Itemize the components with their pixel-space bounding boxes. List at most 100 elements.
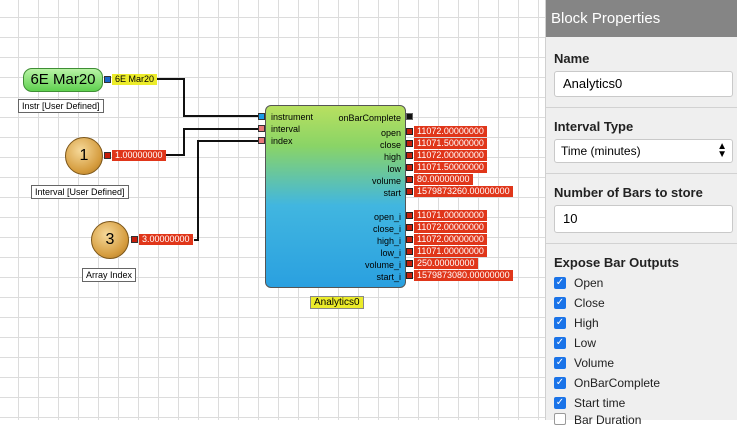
interval-node-caption: Interval [User Defined] bbox=[31, 185, 129, 199]
instrument-node-value: 6E Mar20 bbox=[112, 74, 158, 85]
block-input-label: instrument bbox=[271, 112, 314, 122]
block-output-value: 250.00000000 bbox=[414, 258, 478, 269]
index-node-port[interactable] bbox=[131, 236, 138, 243]
checkbox-label: Open bbox=[574, 276, 604, 290]
block-output-port[interactable] bbox=[406, 224, 413, 231]
block-output-port[interactable] bbox=[406, 128, 413, 135]
checkbox-label: OnBarComplete bbox=[574, 376, 661, 390]
checkbox-label: Volume bbox=[574, 356, 615, 370]
wire-index bbox=[194, 140, 258, 241]
block-output-value: 11072.00000000 bbox=[414, 222, 487, 233]
checkbox-label: Close bbox=[574, 296, 605, 310]
index-node-value: 3.00000000 bbox=[139, 234, 193, 245]
block-output-value: 11072.00000000 bbox=[414, 126, 487, 137]
block-output-port[interactable] bbox=[406, 272, 413, 279]
checkbox-close[interactable]: ✓ Close bbox=[554, 293, 729, 313]
checkbox-volume[interactable]: ✓ Volume bbox=[554, 353, 729, 373]
block-output-label: volume_i bbox=[364, 260, 401, 270]
checkmark-icon: ✓ bbox=[554, 297, 566, 309]
checkmark-icon: ✓ bbox=[554, 357, 566, 369]
checkbox-label: Bar Duration bbox=[574, 413, 642, 427]
name-input[interactable]: Analytics0 bbox=[554, 71, 733, 97]
checkmark-icon: ✓ bbox=[554, 277, 566, 289]
name-label: Name bbox=[554, 51, 590, 66]
block-output-port[interactable] bbox=[406, 248, 413, 255]
checkbox-low[interactable]: ✓ Low bbox=[554, 333, 729, 353]
bars-label: Number of Bars to store bbox=[554, 185, 703, 200]
wire-instrument bbox=[156, 78, 258, 117]
block-output-port[interactable] bbox=[406, 164, 413, 171]
block-output-port[interactable] bbox=[406, 188, 413, 195]
checkbox-label: Low bbox=[574, 336, 597, 350]
block-output-label: low bbox=[387, 164, 401, 174]
wire-interval bbox=[166, 128, 258, 156]
block-output-value: 11072.00000000 bbox=[414, 234, 487, 245]
block-output-label: start bbox=[383, 188, 401, 198]
block-input-port-interval[interactable] bbox=[258, 125, 265, 132]
divider bbox=[546, 243, 737, 244]
block-output-label: volume bbox=[371, 176, 401, 186]
checkmark-icon: ✓ bbox=[554, 317, 566, 329]
block-output-value: 80.00000000 bbox=[414, 174, 473, 185]
block-output-port[interactable] bbox=[406, 176, 413, 183]
select-arrows-icon: ▲▼ bbox=[717, 141, 727, 160]
checkmark-icon: ✓ bbox=[554, 377, 566, 389]
checkbox-onbarcomplete[interactable]: ✓ OnBarComplete bbox=[554, 373, 729, 393]
interval-node-port[interactable] bbox=[104, 152, 111, 159]
checkbox-label: Start time bbox=[574, 396, 626, 410]
panel-title: Block Properties bbox=[546, 0, 737, 37]
block-output-label: low_i bbox=[380, 248, 401, 258]
interval-type-label: Interval Type bbox=[554, 119, 634, 134]
block-output-value: 11072.00000000 bbox=[414, 150, 487, 161]
block-output-value: 11071.50000000 bbox=[414, 162, 487, 173]
checkbox-label: High bbox=[574, 316, 599, 330]
checkmark-icon: ✓ bbox=[554, 397, 566, 409]
instrument-node-port[interactable] bbox=[104, 76, 111, 83]
block-input-port-instrument[interactable] bbox=[258, 113, 265, 120]
block-output-label: high bbox=[383, 152, 401, 162]
block-output-label: close_i bbox=[372, 224, 401, 234]
divider bbox=[546, 107, 737, 108]
analytics-block[interactable]: instrument interval index onBarComplete … bbox=[265, 105, 406, 288]
block-output-label: high_i bbox=[376, 236, 401, 246]
index-node[interactable]: 3 bbox=[91, 221, 129, 259]
instrument-node-caption: Instr [User Defined] bbox=[18, 99, 104, 113]
block-output-port-onbarcomplete[interactable] bbox=[406, 113, 413, 120]
checkbox-bar-duration[interactable]: Bar Duration bbox=[554, 413, 729, 427]
checkbox-high[interactable]: ✓ High bbox=[554, 313, 729, 333]
block-input-label: interval bbox=[271, 124, 301, 134]
checkbox-empty-icon bbox=[554, 413, 566, 425]
checkmark-icon: ✓ bbox=[554, 337, 566, 349]
block-output-value: 1579873080.00000000 bbox=[414, 270, 513, 281]
wires bbox=[156, 78, 258, 241]
block-output-label: start_i bbox=[376, 272, 401, 282]
block-output-value: 11071.50000000 bbox=[414, 138, 487, 149]
interval-type-value: Time (minutes) bbox=[561, 144, 641, 158]
block-output-value: 11071.00000000 bbox=[414, 246, 487, 257]
block-properties-panel: Block Properties Name Analytics0 Interva… bbox=[545, 0, 737, 427]
interval-type-select[interactable]: Time (minutes) ▲▼ bbox=[554, 139, 733, 163]
bars-input[interactable]: 10 bbox=[554, 205, 733, 233]
block-input-label: index bbox=[271, 136, 293, 146]
block-output-port[interactable] bbox=[406, 212, 413, 219]
index-node-caption: Array Index bbox=[82, 268, 137, 282]
block-output-label: close bbox=[379, 140, 401, 150]
block-caption: Analytics0 bbox=[310, 296, 364, 309]
block-output-port[interactable] bbox=[406, 236, 413, 243]
interval-node[interactable]: 1 bbox=[65, 137, 103, 175]
block-output-value: 1579873260.00000000 bbox=[414, 186, 513, 197]
block-output-port[interactable] bbox=[406, 152, 413, 159]
block-output-label: open_i bbox=[373, 212, 401, 222]
block-output-label: open bbox=[380, 128, 401, 138]
instrument-node[interactable]: 6E Mar20 bbox=[23, 68, 103, 92]
block-output-label: onBarComplete bbox=[338, 113, 401, 123]
checkbox-open[interactable]: ✓ Open bbox=[554, 273, 729, 293]
block-input-port-index[interactable] bbox=[258, 137, 265, 144]
block-output-value: 11071.00000000 bbox=[414, 210, 487, 221]
block-output-port[interactable] bbox=[406, 140, 413, 147]
expose-outputs-label: Expose Bar Outputs bbox=[554, 255, 679, 270]
block-output-port[interactable] bbox=[406, 260, 413, 267]
checkbox-start-time[interactable]: ✓ Start time bbox=[554, 393, 729, 413]
block-canvas[interactable]: 6E Mar20 6E Mar20 Instr [User Defined] 1… bbox=[0, 0, 545, 420]
divider bbox=[546, 173, 737, 174]
